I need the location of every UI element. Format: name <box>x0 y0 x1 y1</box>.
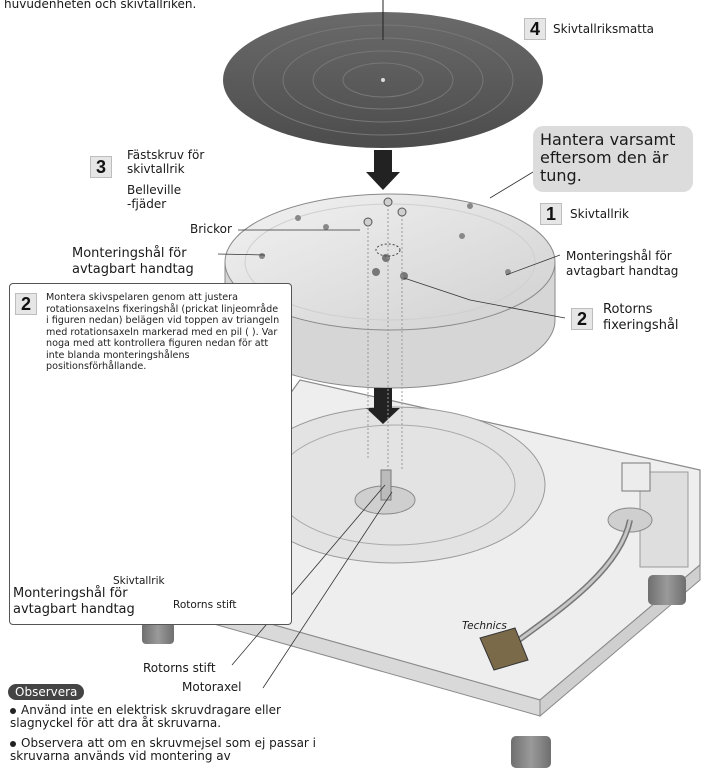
arrow-down-upper <box>366 150 400 190</box>
label-mount-left-line2: avtagbart handtag <box>72 262 194 277</box>
notes-heading: Observera <box>8 684 85 700</box>
brand-logo: Technics <box>462 620 507 632</box>
bullet-dot-icon <box>10 707 16 714</box>
note-text-2: Observera att om en skruvmejsel som ej p… <box>10 736 317 763</box>
step-badge-screw: 3 <box>90 156 112 178</box>
label-platter: Skivtallrik <box>570 207 629 221</box>
foot-front <box>511 736 551 768</box>
screws-drawing <box>363 197 407 470</box>
step-badge-platter: 1 <box>540 203 562 225</box>
detail-panel <box>9 283 292 625</box>
panel-label-mount-line1: Monteringshål för <box>13 586 128 601</box>
foot-right <box>648 575 686 605</box>
label-mount-right-line1: Monteringshål för <box>566 249 672 263</box>
label-rotor-hole-line2: fixeringshål <box>603 318 679 333</box>
label-screw-line2: skivtallrik <box>127 162 185 176</box>
callout-handle-carefully: Hantera varsamt eftersom den är tung. <box>540 130 676 185</box>
arrow-down-lower <box>366 388 400 424</box>
note-text-1: Använd inte en elektrisk skruvdragare el… <box>10 703 281 730</box>
label-screw-line1: Fästskruv för <box>127 148 205 162</box>
callout-bubble <box>533 126 693 192</box>
step-badge-mat: 4 <box>524 18 546 40</box>
step-badge-rotor: 2 <box>571 308 593 330</box>
leader-lines <box>217 171 566 689</box>
panel-label-mount-line2: avtagbart handtag <box>13 602 135 617</box>
note-bullet-2: Observera att om en skruvmejsel som ej p… <box>10 737 330 763</box>
panel-instruction: Montera skivspelaren genom att justera r… <box>46 292 280 372</box>
top-note: huvudenheten och skivtallriken. <box>4 0 197 11</box>
panel-label-rotor-pin: Rotorns stift <box>173 599 237 611</box>
label-rotor-hole-line1: Rotorns <box>603 302 653 317</box>
step-badge-panel: 2 <box>15 293 37 315</box>
label-motor-axis: Motoraxel <box>182 680 242 694</box>
label-belleville-line1: Belleville <box>127 183 182 197</box>
panel-label-platter: Skivtallrik <box>113 575 165 587</box>
label-washers: Brickor <box>190 222 232 236</box>
platter-mat-drawing <box>223 12 543 148</box>
label-belleville-line2: -fjäder <box>127 197 167 211</box>
label-mount-left-line1: Monteringshål för <box>72 246 187 261</box>
foot-left <box>142 622 174 644</box>
label-rotor-pin: Rotorns stift <box>143 661 216 675</box>
label-mount-right-line2: avtagbart handtag <box>566 264 679 278</box>
note-bullet-1: Använd inte en elektrisk skruvdragare el… <box>10 704 330 730</box>
bullet-dot-icon <box>10 740 16 747</box>
label-platter-mat: Skivtallriksmatta <box>553 22 655 36</box>
